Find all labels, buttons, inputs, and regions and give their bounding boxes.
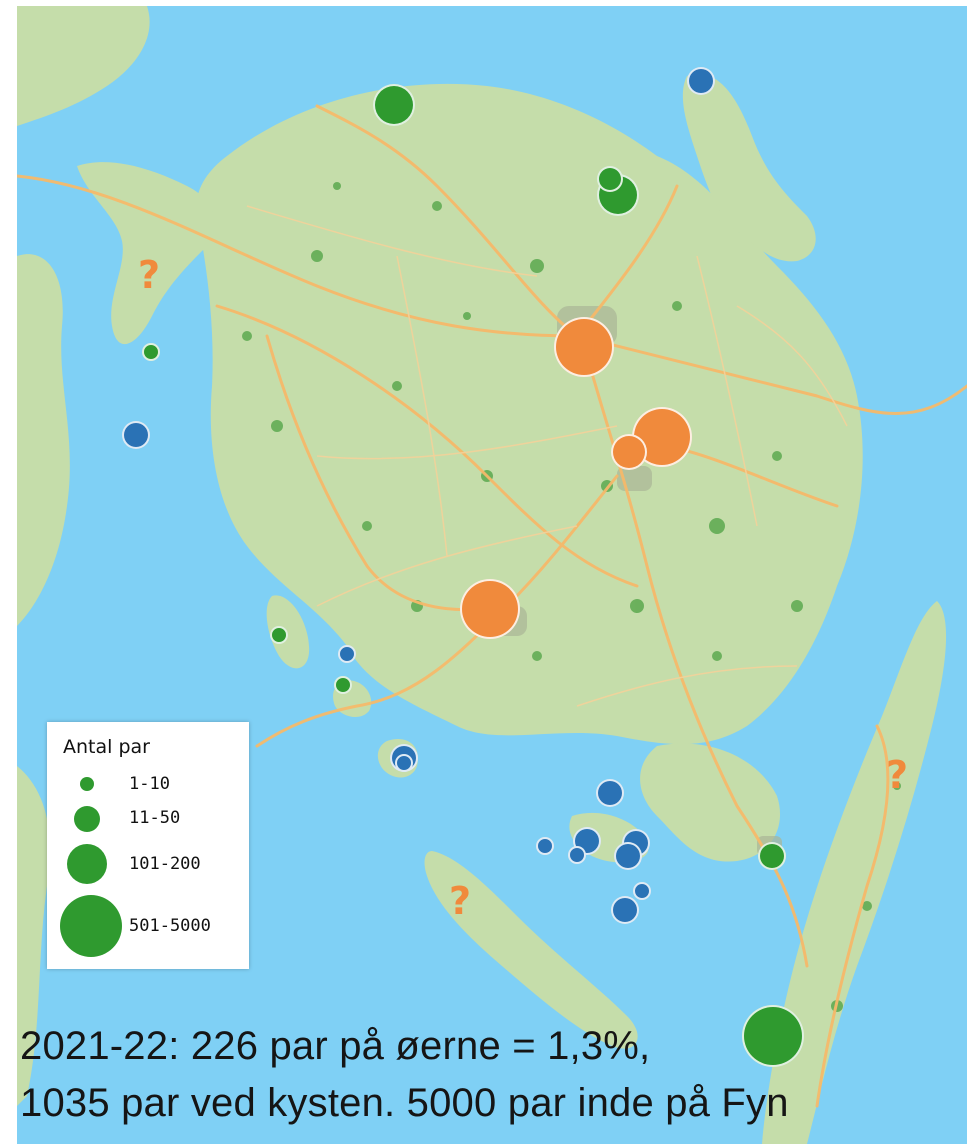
- caption-line-1: 2021-22: 226 par på øerne = 1,3%,: [20, 1024, 651, 1068]
- blue-marker-island-a2[interactable]: [395, 754, 413, 772]
- blue-marker-island-e[interactable]: [568, 846, 586, 864]
- unknown-marker-aero: ?: [449, 879, 472, 923]
- legend-label-101-200: 101-200: [129, 854, 201, 874]
- blue-marker-island-d[interactable]: [536, 837, 554, 855]
- small-island-1: [266, 595, 310, 669]
- main-island-land: [196, 83, 863, 745]
- green-marker-west[interactable]: [142, 343, 160, 361]
- green-marker-island-2[interactable]: [334, 676, 352, 694]
- green-marker-north[interactable]: [373, 84, 415, 126]
- tasinge-land: [640, 743, 781, 862]
- map-frame[interactable]: ? ? ?: [17, 6, 967, 1144]
- unknown-marker-west: ?: [138, 253, 161, 297]
- aero-land: [424, 851, 638, 1049]
- legend-title: Antal par: [63, 736, 150, 758]
- ne-peninsula-land: [682, 74, 816, 262]
- orange-marker-east-large[interactable]: [632, 407, 692, 467]
- orange-marker-south[interactable]: [460, 579, 520, 639]
- legend-dot-101-200: [67, 844, 107, 884]
- west-land-mid: [17, 254, 70, 626]
- minor-roads: [246, 205, 848, 707]
- green-marker-svendborg[interactable]: [758, 842, 786, 870]
- blue-marker-south-small[interactable]: [338, 645, 356, 663]
- unknown-marker-langeland: ?: [886, 753, 909, 797]
- legend-box: Antal par 1-10 11-50 101-200 501-5000: [47, 722, 249, 969]
- blue-marker-island-h[interactable]: [633, 882, 651, 900]
- legend-label-11-50: 11-50: [129, 808, 181, 828]
- green-marker-island-1[interactable]: [270, 626, 288, 644]
- blue-marker-west-island[interactable]: [122, 421, 150, 449]
- blue-marker-north-east[interactable]: [687, 67, 715, 95]
- legend-dot-1-10: [80, 777, 94, 791]
- blue-marker-island-i[interactable]: [611, 896, 639, 924]
- west-land-bottom: [17, 766, 51, 1106]
- legend-dot-501-5000: [60, 895, 122, 957]
- base-map: [17, 6, 967, 1144]
- blue-marker-island-g[interactable]: [614, 842, 642, 870]
- orange-marker-odense[interactable]: [554, 317, 614, 377]
- legend-label-501-5000: 501-5000: [129, 916, 211, 936]
- caption-line-2: 1035 par ved kysten. 5000 par inde på Fy…: [20, 1081, 789, 1125]
- langeland-land: [762, 601, 947, 1144]
- orange-marker-east-small[interactable]: [611, 434, 647, 470]
- legend-dot-11-50: [74, 806, 100, 832]
- green-marker-ne-small[interactable]: [597, 166, 623, 192]
- green-marker-langeland-south[interactable]: [742, 1005, 804, 1067]
- blue-marker-island-b[interactable]: [596, 779, 624, 807]
- west-land-top: [17, 6, 150, 126]
- nw-peninsula-land: [77, 162, 216, 345]
- legend-label-1-10: 1-10: [129, 774, 170, 794]
